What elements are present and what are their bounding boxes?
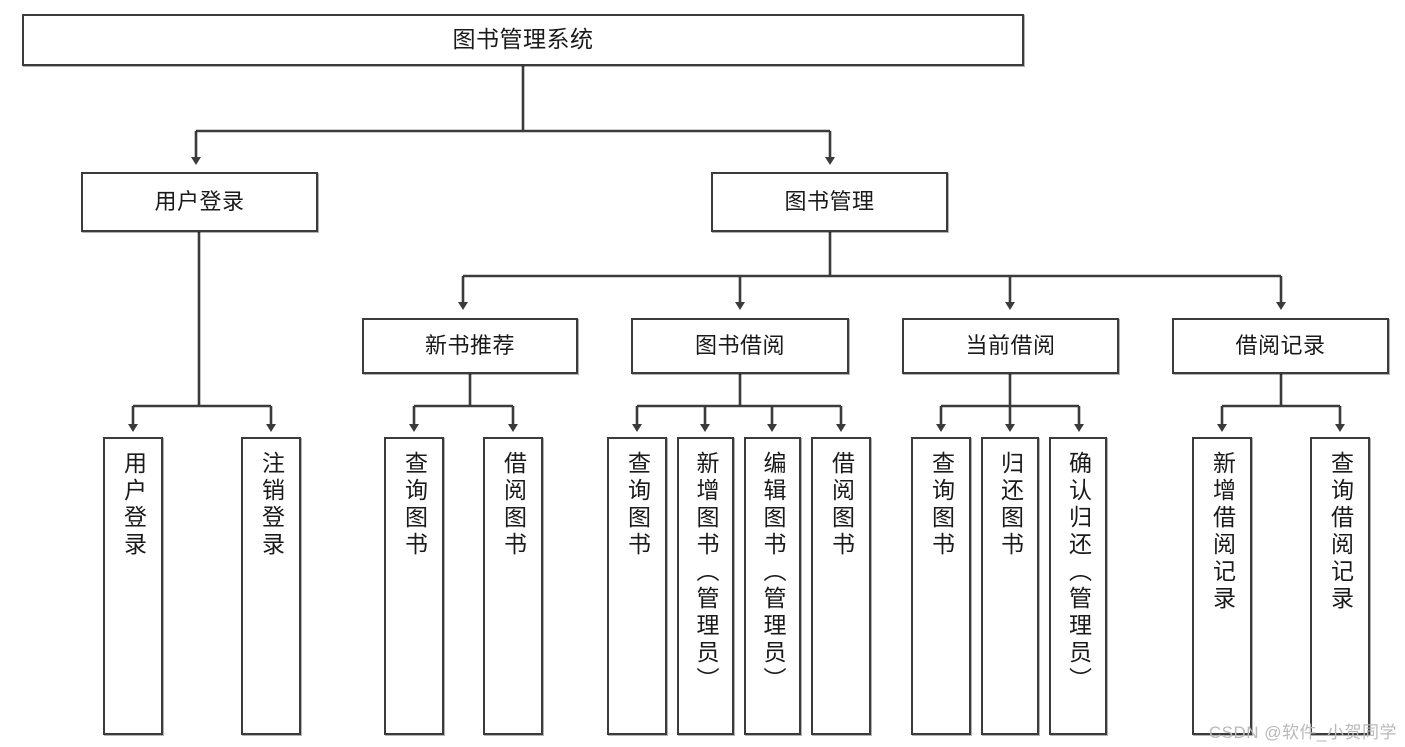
node-label: 注销登录	[258, 451, 285, 559]
leaf-borrow-record-add[interactable]: 新增借阅记录	[1192, 437, 1252, 735]
leaf-new-book-borrow[interactable]: 借阅图书	[483, 437, 543, 735]
node-label: 用户登录	[120, 451, 147, 559]
leaf-current-borrow-return[interactable]: 归还图书	[981, 437, 1039, 735]
node-label: 查询图书	[401, 451, 428, 559]
leaf-user-login-signin[interactable]: 用户登录	[103, 437, 163, 735]
node-label: 查询图书	[928, 451, 955, 559]
node-label: 用户登录	[154, 189, 245, 215]
leaf-book-borrow-query[interactable]: 查询图书	[607, 437, 667, 735]
leaf-book-borrow-add[interactable]: 新增图书（管理员）	[677, 437, 734, 735]
leaf-book-borrow-edit[interactable]: 编辑图书（管理员）	[744, 437, 801, 735]
leaf-current-borrow-query[interactable]: 查询图书	[911, 437, 971, 735]
node-label: 借阅图书	[828, 451, 855, 559]
node-label: 当前借阅	[965, 333, 1056, 359]
node-current-borrow[interactable]: 当前借阅	[902, 318, 1119, 374]
node-label: 查询图书	[624, 451, 651, 559]
node-label: 图书借阅	[694, 333, 785, 359]
leaf-book-borrow-lend[interactable]: 借阅图书	[811, 437, 871, 735]
leaf-new-book-query[interactable]: 查询图书	[384, 437, 444, 735]
node-root-book-management-system[interactable]: 图书管理系统	[22, 14, 1024, 66]
node-label: 图书管理系统	[452, 26, 594, 53]
node-label: 新增图书（管理员）	[693, 451, 719, 694]
node-label: 确认归还（管理员）	[1065, 451, 1092, 694]
leaf-user-login-signout[interactable]: 注销登录	[241, 437, 301, 735]
node-label: 借阅图书	[500, 451, 527, 559]
node-borrow-record[interactable]: 借阅记录	[1172, 318, 1389, 374]
node-new-book-recommend[interactable]: 新书推荐	[362, 318, 578, 374]
leaf-borrow-record-query[interactable]: 查询借阅记录	[1310, 437, 1370, 735]
node-book-borrow[interactable]: 图书借阅	[631, 318, 849, 374]
node-label: 查询借阅记录	[1327, 451, 1354, 613]
node-book-management[interactable]: 图书管理	[711, 172, 948, 232]
leaf-current-borrow-confirm-return[interactable]: 确认归还（管理员）	[1049, 437, 1107, 735]
node-label: 新增借阅记录	[1209, 451, 1236, 613]
node-label: 图书管理	[784, 189, 875, 215]
node-label: 编辑图书（管理员）	[760, 451, 786, 694]
node-label: 归还图书	[997, 451, 1024, 559]
node-label: 新书推荐	[424, 333, 515, 359]
node-label: 借阅记录	[1235, 333, 1326, 359]
watermark: CSDN @软件_小贺同学	[1208, 723, 1397, 742]
node-user-login[interactable]: 用户登录	[81, 172, 318, 232]
